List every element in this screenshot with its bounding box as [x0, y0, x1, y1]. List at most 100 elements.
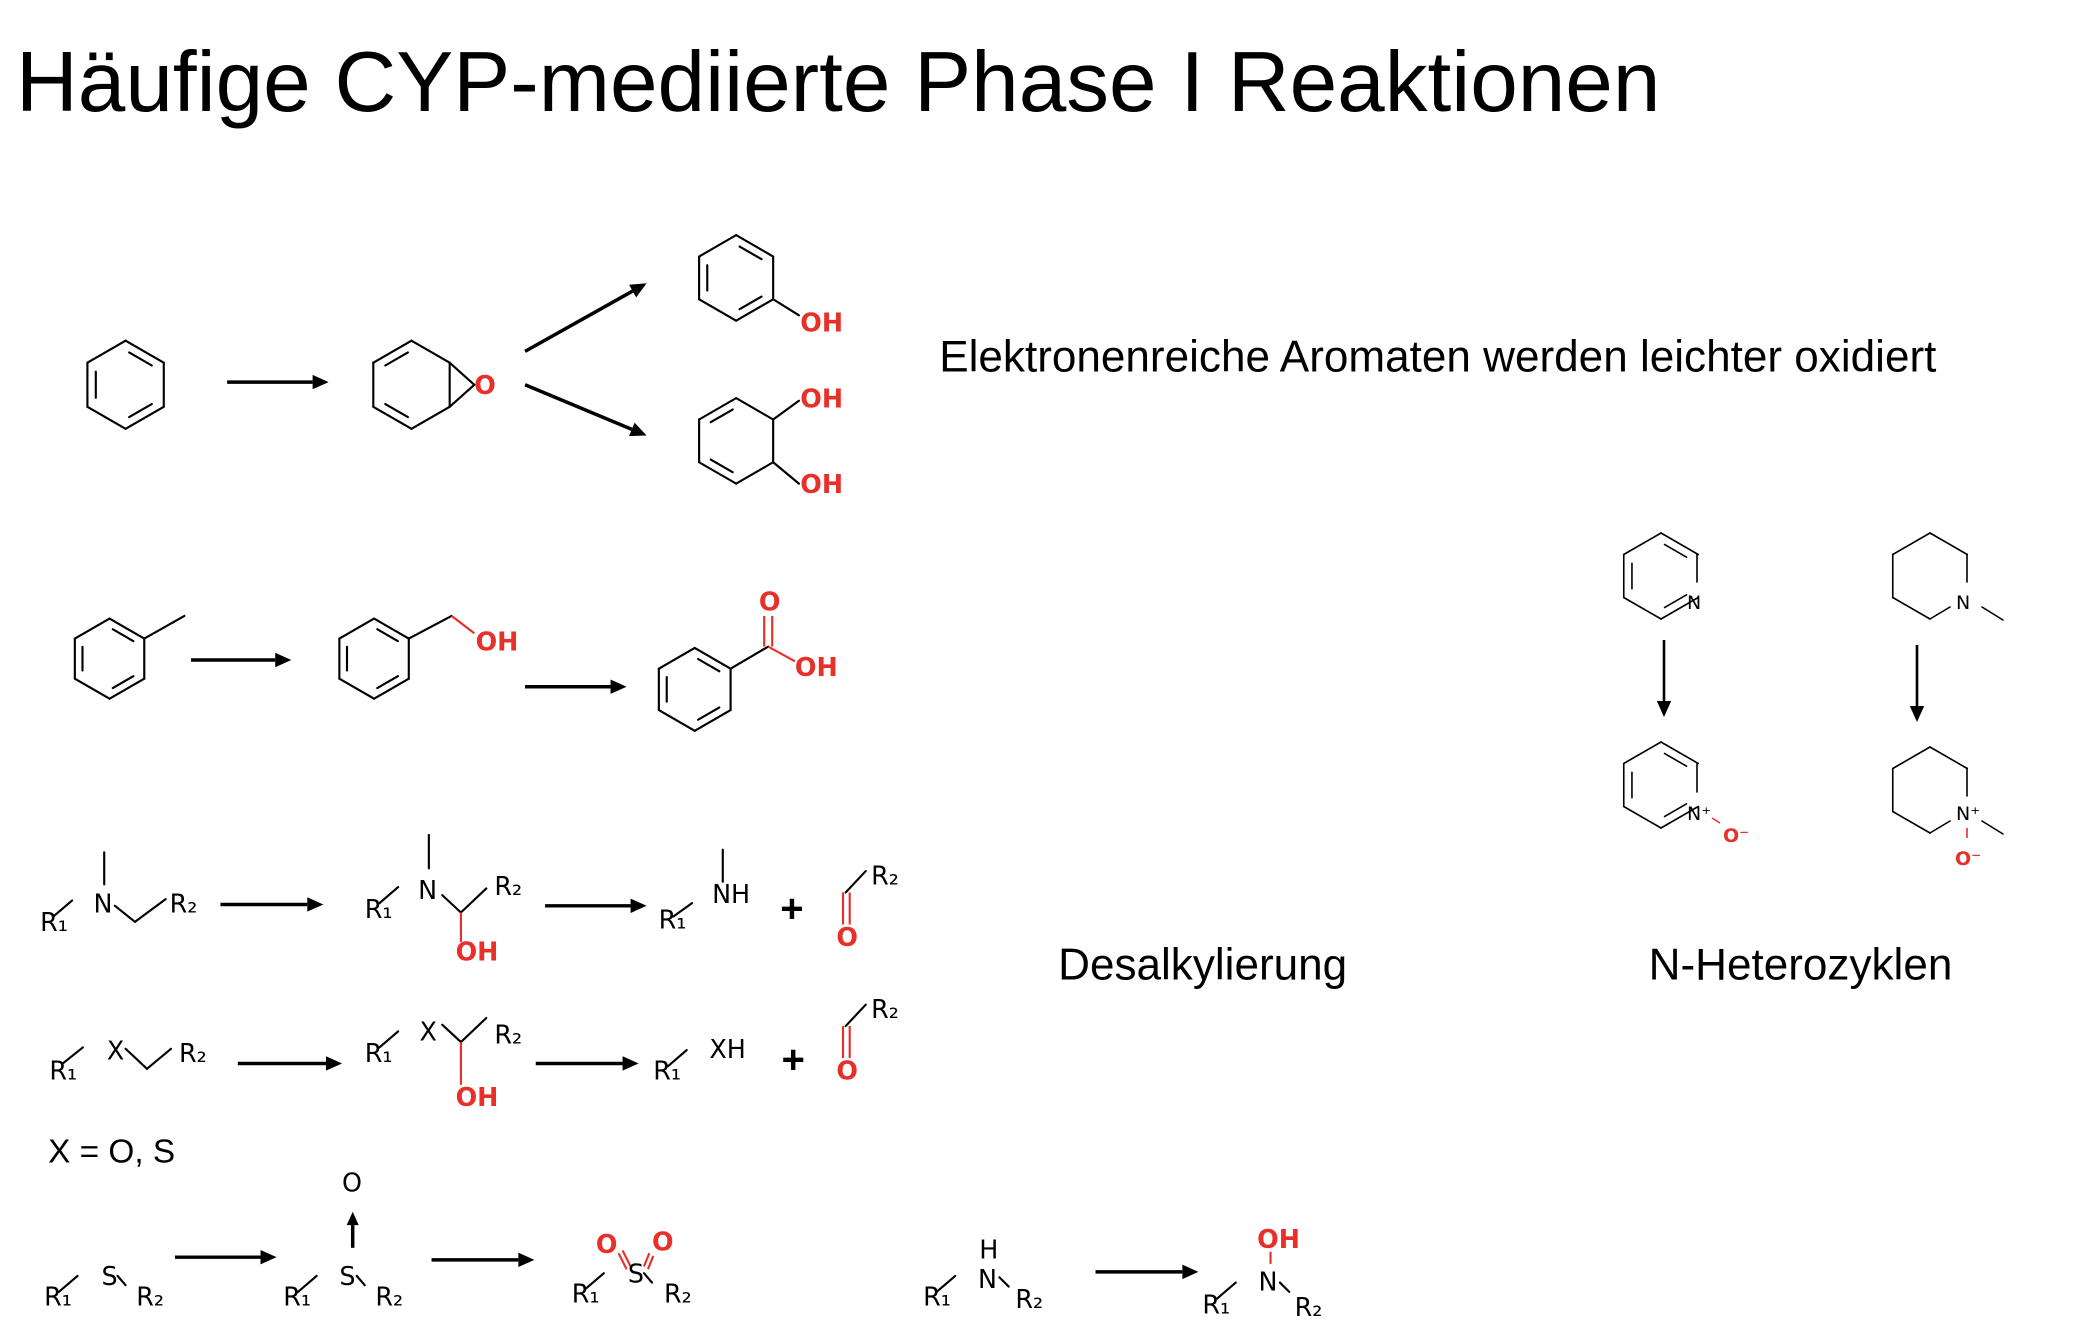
ring-double-bond — [111, 628, 135, 643]
phenol — [698, 234, 775, 322]
reaction-arrow — [525, 679, 627, 694]
sulfone-o-1: O — [596, 1229, 618, 1259]
benzyl-alcohol-oh: OH — [476, 627, 519, 657]
ring-double-bond — [128, 351, 153, 367]
ring-bond — [1660, 532, 1700, 556]
ring-double-bond — [709, 458, 734, 474]
phenol-oh: OH — [800, 307, 843, 337]
arrow-head — [1656, 701, 1672, 717]
bond-line — [935, 1274, 957, 1293]
bond-line — [772, 399, 800, 421]
atom-r1: R₁ — [44, 1281, 72, 1311]
atom-n: N — [94, 888, 113, 918]
atom-r1: R₁ — [365, 894, 393, 924]
atom-n: N — [418, 875, 437, 905]
bond-line — [1278, 1281, 1291, 1293]
ring-double-bond — [384, 351, 409, 367]
bond-line — [378, 886, 400, 905]
arrow-head — [260, 1249, 277, 1265]
ring-double-bond — [738, 245, 763, 261]
arrow-head — [630, 898, 647, 914]
arrow-head — [1909, 706, 1925, 722]
ring-bond — [657, 709, 696, 732]
bond-line — [296, 1274, 318, 1293]
bond-line — [1929, 820, 1951, 834]
arrow-head — [307, 897, 324, 912]
ring-bond — [410, 339, 451, 364]
reaction-arrow — [545, 898, 647, 914]
ring-bond — [1891, 746, 1931, 770]
n-heterocycles-label: N-Heterozyklen — [1649, 940, 1953, 989]
bond-line — [1981, 820, 2004, 835]
ring-double-bond — [128, 402, 153, 419]
ring-double-bond — [111, 675, 135, 690]
atom-r1: R₁ — [659, 905, 687, 935]
ring-bond — [73, 617, 111, 640]
side-note: Elektronenreiche Aromaten werden leichte… — [939, 332, 1936, 381]
ring-double-bond — [1663, 543, 1688, 559]
piperidine-n: N — [1956, 592, 1970, 614]
atom-n: N — [978, 1264, 997, 1294]
bond-line — [998, 1276, 1010, 1288]
sulfoxide-o: O — [342, 1168, 362, 1198]
bond-line — [844, 1003, 867, 1028]
arrow-head — [1182, 1264, 1199, 1280]
benzoic-acid — [657, 646, 732, 732]
ring-bond — [1622, 596, 1662, 620]
reaction-arrow — [524, 283, 647, 353]
bond-line — [1216, 1281, 1237, 1300]
benzene — [86, 339, 165, 430]
arrow-head — [275, 652, 292, 668]
hemiaminal-oh: OH — [456, 937, 499, 967]
ring-double-bond — [697, 706, 721, 721]
bond-line — [584, 1272, 605, 1291]
ring-bond — [735, 234, 775, 258]
ring-bond — [73, 677, 111, 700]
x-definition: X = O, S — [48, 1133, 175, 1170]
bond-line — [642, 1252, 651, 1267]
benzene-epoxide — [372, 339, 451, 430]
ring-bond — [698, 234, 738, 258]
reaction-arrow — [191, 652, 292, 668]
n-heterocycle-structures: N N⁺ O⁻ N N⁺ O⁻ — [1622, 532, 2004, 870]
bond-line — [441, 894, 462, 914]
sulfone-o-2: O — [652, 1226, 674, 1256]
ring-bond — [698, 298, 738, 322]
ring-double-bond — [376, 675, 399, 690]
ring-bond — [1622, 741, 1662, 765]
ring-bond — [338, 617, 376, 640]
toluene — [73, 617, 146, 700]
bonds — [52, 234, 1291, 1300]
atom-r2: R₂ — [1295, 1292, 1323, 1322]
ring-double-bond — [1663, 802, 1688, 818]
bond-line — [441, 1023, 462, 1044]
plus-sign: + — [780, 887, 803, 931]
ring-double-bond — [1663, 752, 1688, 768]
atom-r2: R₂ — [871, 860, 899, 890]
benzoic-acid-o: O — [759, 587, 781, 617]
atom-r2: R₂ — [136, 1281, 164, 1311]
ring-double-bond — [376, 628, 399, 643]
atom-s: S — [628, 1259, 644, 1289]
bond-line — [124, 1047, 149, 1070]
pyridine-n: N — [1687, 592, 1701, 614]
bond-line — [844, 870, 867, 894]
bond-line — [646, 1255, 655, 1270]
ring-bond — [698, 461, 738, 485]
atom-n: N — [1259, 1267, 1278, 1297]
ring-double-bond — [384, 402, 409, 419]
ring-bond — [1622, 532, 1662, 556]
ring-bond — [124, 339, 165, 364]
reaction-arrow — [175, 1249, 277, 1265]
atom-r1: R₁ — [1202, 1289, 1230, 1319]
desalkylation-label: Desalkylierung — [1058, 940, 1347, 989]
bond-line — [355, 1274, 366, 1287]
ring-bond — [735, 298, 775, 322]
ring-bond — [338, 677, 376, 700]
piperidine-n-oxide-o: O⁻ — [1955, 848, 1981, 870]
bond-line — [116, 1274, 127, 1287]
bond-line — [145, 1047, 173, 1070]
ring-bond — [372, 339, 413, 364]
atom-r2: R₂ — [170, 888, 198, 918]
ring-bond — [124, 405, 165, 430]
